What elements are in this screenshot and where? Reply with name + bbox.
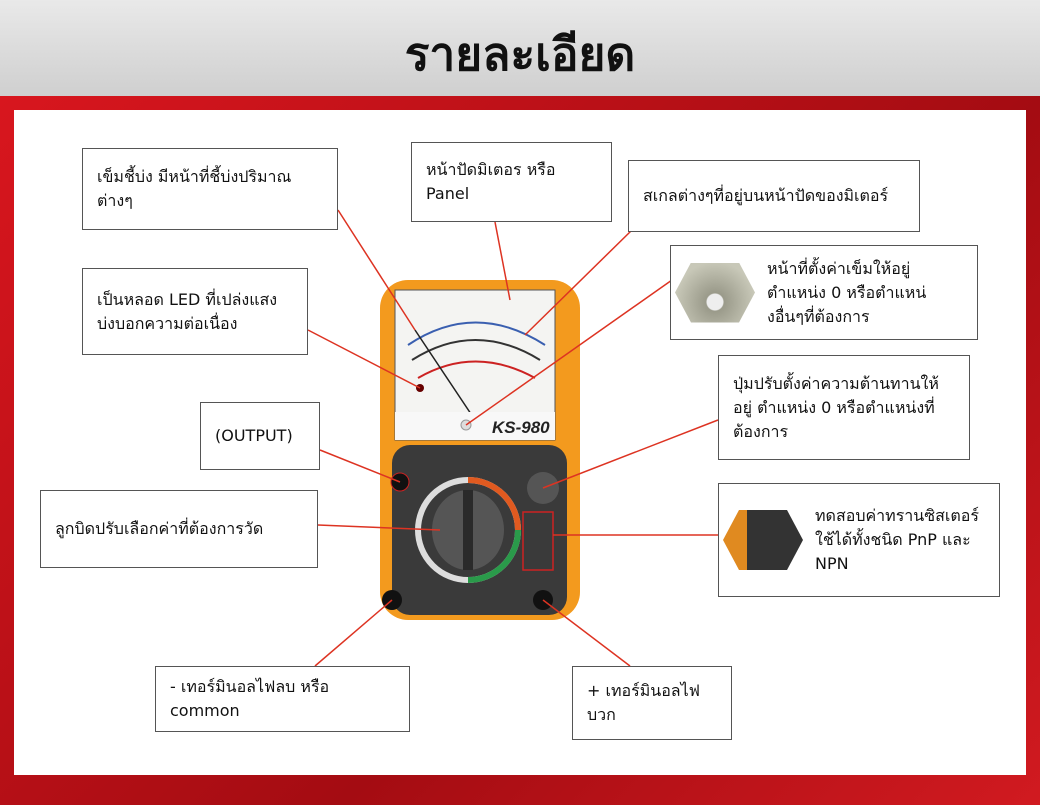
callout-text: สเกลต่างๆที่อยู่บนหน้าปัดของมิเตอร์ [643, 186, 889, 205]
callout-led: เป็นหลอด LED ที่เปล่งแสง บ่งบอกความต่อเน… [82, 268, 308, 355]
callout-scale: สเกลต่างๆที่อยู่บนหน้าปัดของมิเตอร์ [628, 160, 920, 232]
callout-text: หน้าที่ตั้งค่าเข็มให้อยู่ตำแหน่ง 0 หรือต… [767, 258, 927, 326]
model-label: KS-980 [492, 418, 550, 437]
callout-text: เข็มชี้บ่ง มีหน้าที่ชี้บ่งปริมาณต่างๆ [97, 167, 292, 210]
callout-needle: เข็มชี้บ่ง มีหน้าที่ชี้บ่งปริมาณต่างๆ [82, 148, 338, 230]
callout-zero-adjust: หน้าที่ตั้งค่าเข็มให้อยู่ตำแหน่ง 0 หรือต… [670, 245, 978, 340]
callout-text: ปุ่มปรับตั้งค่าความต้านทานให้อยู่ ตำแหน่… [733, 373, 939, 441]
model-strip [395, 412, 555, 440]
callout-common: - เทอร์มินอลไฟลบ หรือ common [155, 666, 410, 732]
callout-text: ลูกบิดปรับเลือกค่าที่ต้องการวัด [55, 519, 264, 538]
transistor-socket [522, 511, 554, 571]
transistor-photo [723, 510, 803, 570]
callout-ohm-adjust: ปุ่มปรับตั้งค่าความต้านทานให้อยู่ ตำแหน่… [718, 355, 970, 460]
needle [414, 329, 476, 421]
callout-output: (OUTPUT) [200, 402, 320, 470]
callout-text: เป็นหลอด LED ที่เปล่งแสง บ่งบอกความต่อเน… [97, 289, 278, 333]
callout-transistor: ทดสอบค่าทรานซิสเตอร์ ใช้ได้ทั้งชนิด PnP … [718, 483, 1000, 597]
scale-arc [407, 321, 546, 346]
callout-text: + เทอร์มินอลไฟบวก [587, 681, 700, 724]
page-title: รายละเอียด [404, 27, 636, 81]
callout-text: - เทอร์มินอลไฟลบ หรือ common [170, 677, 330, 720]
callout-text: ทดสอบค่าทรานซิสเตอร์ ใช้ได้ทั้งชนิด PnP … [815, 506, 979, 573]
callout-text: หน้าปัดมิเตอร หรือ Panel [426, 160, 556, 203]
scale-arc [411, 339, 541, 361]
scale-arc [417, 360, 536, 379]
callout-text: (OUTPUT) [215, 426, 293, 445]
header-banner: รายละเอียด [0, 0, 1040, 96]
callout-lines [307, 209, 719, 667]
callout-knob: ลูกบิดปรับเลือกค่าที่ต้องการวัด [40, 490, 318, 568]
callout-panel: หน้าปัดมิเตอร หรือ Panel [411, 142, 612, 222]
zero-adjust-photo [675, 262, 755, 323]
callout-positive: + เทอร์มินอลไฟบวก [572, 666, 732, 740]
